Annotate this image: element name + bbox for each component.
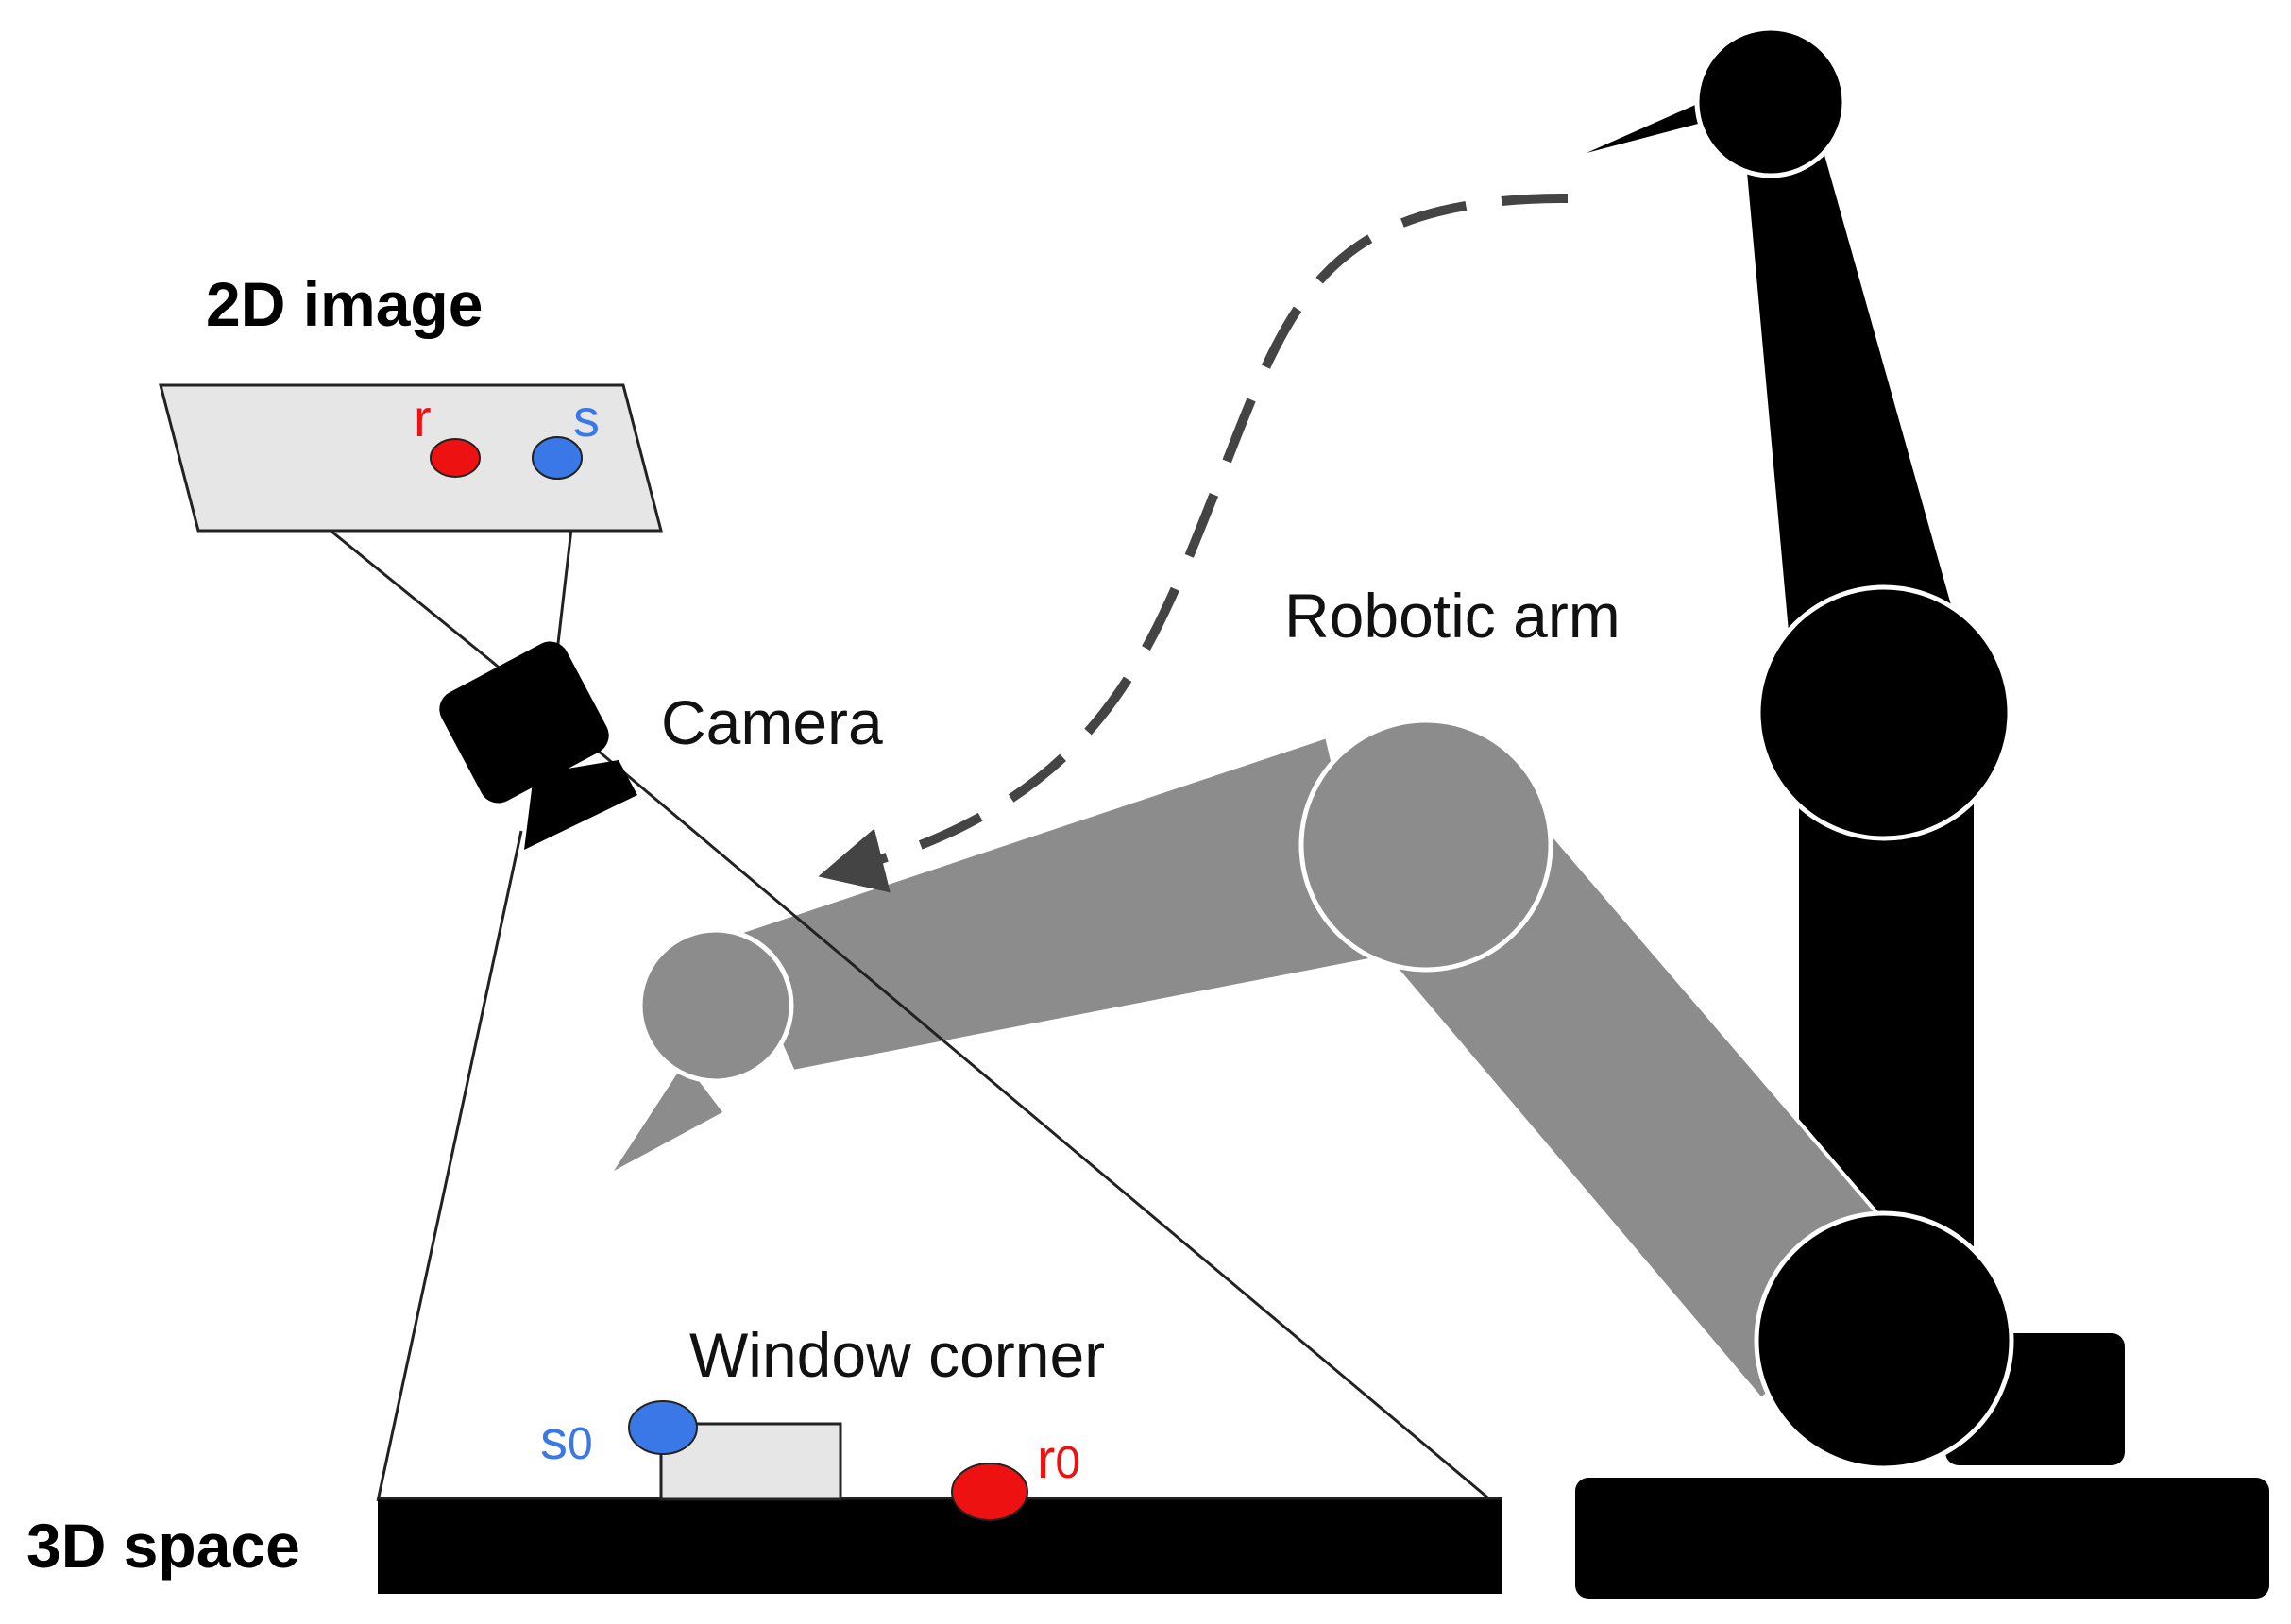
- label-camera: Camera: [661, 687, 883, 757]
- gray-arm-end-effector: [614, 1062, 722, 1171]
- label-2d-image: 2D image: [206, 269, 483, 339]
- black-arm-joint-top: [1694, 25, 1847, 178]
- point-r0: [951, 1463, 1028, 1521]
- point-s: [532, 436, 583, 480]
- motion-path-arrow: [818, 194, 1569, 893]
- label-3d-space: 3D space: [26, 1511, 300, 1581]
- label-window-corner: Window corner: [689, 1320, 1105, 1390]
- image-plane-2d: [159, 383, 663, 533]
- gray-arm-joint-elbow: [1298, 718, 1553, 973]
- point-s0-label: s0: [540, 1410, 593, 1471]
- black-arm-joint-middle: [1756, 584, 2012, 841]
- black-arm-joint-base: [1754, 1210, 2014, 1471]
- label-robotic-arm: Robotic arm: [1284, 581, 1621, 651]
- point-s-label: s: [573, 388, 600, 448]
- robot-base-slab: [1575, 1478, 2269, 1599]
- image-frame-line-left: [330, 529, 492, 663]
- point-r: [430, 438, 481, 478]
- view-frustum-left: [376, 830, 523, 1502]
- image-frame-line-right: [555, 528, 573, 652]
- camera: [439, 641, 637, 850]
- robot-arm-gray: [614, 718, 1925, 1402]
- view-ray-diagonal: [490, 659, 1493, 1503]
- projection-lines: [330, 528, 1493, 1503]
- camera-body: [439, 641, 609, 804]
- black-arm-upper-link: [1745, 142, 1955, 642]
- camera-lens: [524, 760, 637, 850]
- gray-arm-joint-wrist: [637, 927, 794, 1084]
- ground-3d-space: [378, 1497, 1502, 1594]
- gray-arm-upper-link: [729, 734, 1382, 1074]
- point-s0: [628, 1400, 698, 1455]
- point-r-label: r: [414, 388, 432, 448]
- point-r0-label: r0: [1037, 1429, 1080, 1490]
